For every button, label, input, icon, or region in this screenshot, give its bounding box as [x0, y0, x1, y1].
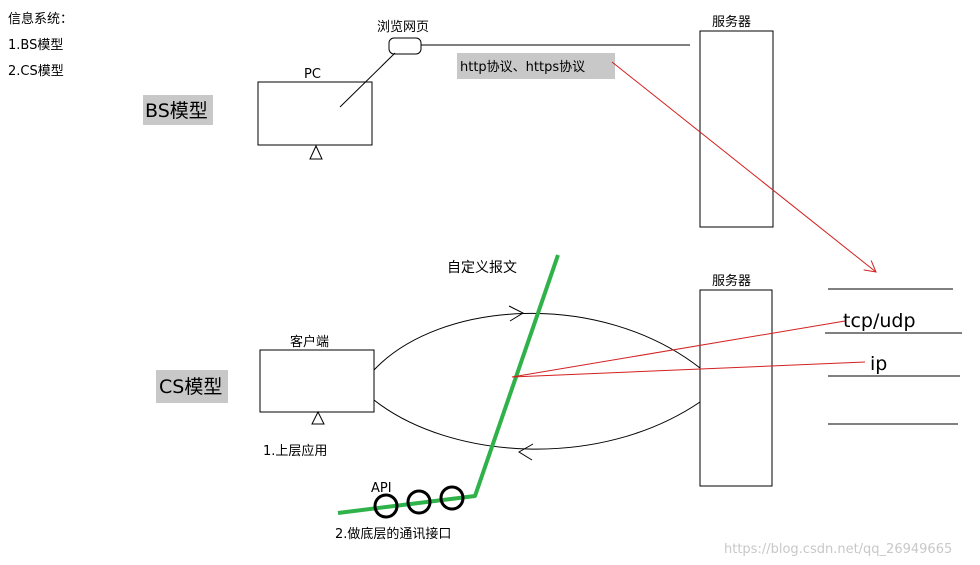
custom-msg-label: 自定义报文: [447, 260, 517, 276]
stack-layer-ip: ip: [870, 353, 887, 375]
client-triangle-marker: [311, 410, 325, 425]
bs-model-highlight: [143, 95, 213, 125]
api-circle-2: [406, 489, 432, 515]
protocol-highlight: [457, 53, 615, 79]
request-arrowhead: [508, 305, 525, 322]
pc-label: PC: [304, 67, 321, 82]
stack-layer-tcp-udp: tcp/udp: [843, 310, 916, 332]
upper-app-label: 1.上层应用: [263, 443, 327, 459]
pc-triangle-marker: [309, 144, 323, 160]
layer-boundary-green-line: [337, 254, 560, 515]
request-curve: [373, 313, 701, 371]
intro-item-bs: 1.BS模型: [8, 38, 63, 53]
api-circle-1: [373, 493, 399, 519]
cs-model-highlight: [156, 370, 228, 403]
protocol-to-stack-arrow: [611, 61, 877, 273]
lower-comm-label: 2.做底层的通讯接口: [335, 526, 451, 542]
api-label: API: [371, 481, 392, 496]
cs-server-box: [699, 289, 773, 487]
intro-item-cs: 2.CS模型: [8, 64, 64, 79]
api-circle-3: [439, 485, 465, 511]
bs-model-label: BS模型: [145, 100, 208, 122]
browser-label: 浏览网页: [377, 19, 429, 35]
client-label: 客户端: [290, 334, 329, 350]
bs-server-label: 服务器: [712, 14, 751, 30]
pc-browser-link: [339, 52, 396, 108]
protocol-label: http协议、https协议: [460, 60, 585, 75]
cs-model-label: CS模型: [159, 376, 222, 398]
watermark: https://blog.csdn.net/qq_26949665: [724, 542, 952, 557]
cs-to-ip-line: [511, 361, 866, 378]
client-box: [259, 349, 375, 413]
response-arrowhead: [518, 443, 534, 461]
cs-server-label: 服务器: [712, 273, 751, 289]
bs-server-box: [699, 30, 774, 228]
response-curve: [373, 399, 701, 450]
pc-box: [257, 81, 373, 146]
browser-node: [388, 37, 422, 55]
intro-title: 信息系统：: [8, 11, 73, 27]
cs-to-tcp-line: [511, 320, 846, 378]
